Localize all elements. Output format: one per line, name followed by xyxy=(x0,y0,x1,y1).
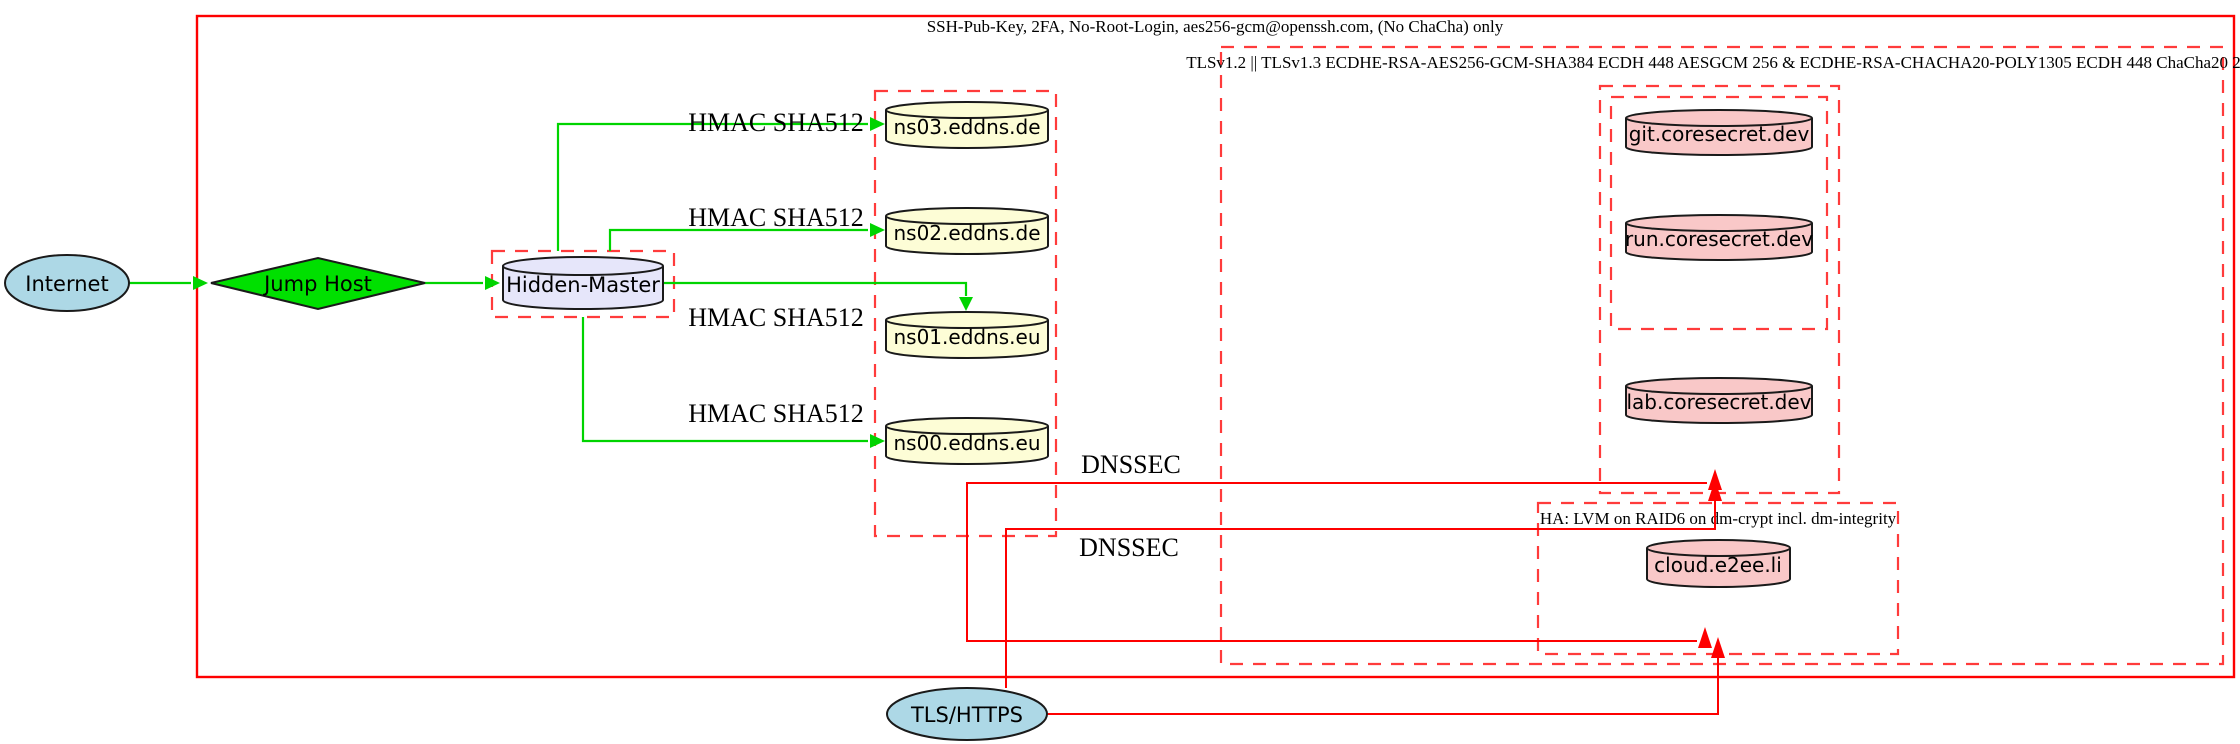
node-git-label: git.coresecret.dev xyxy=(1629,122,1810,146)
cloud-cylinder xyxy=(1646,539,1791,588)
edge-label-dnssec-1: DNSSEC xyxy=(1081,450,1181,479)
edge-eddns-ha xyxy=(966,536,1712,648)
node-run: run.coresecret.dev xyxy=(1625,214,1813,261)
cylinder-rim xyxy=(1646,547,1791,557)
cylinder-rim xyxy=(885,215,1049,225)
ns03-cylinder xyxy=(885,101,1049,149)
jump-host-diamond xyxy=(210,256,426,311)
node-tls-https: TLS/HTTPS xyxy=(886,687,1048,741)
run-cylinder xyxy=(1625,214,1813,261)
lab-cylinder xyxy=(1625,377,1813,424)
cluster-ssh-label: SSH-Pub-Key, 2FA, No-Root-Login, aes256-… xyxy=(927,17,1504,36)
hidden-master-cylinder xyxy=(502,256,664,310)
node-ns02: ns02.eddns.de xyxy=(885,207,1049,255)
edge-jumphost-hiddenmaster xyxy=(425,276,500,290)
ns01-cylinder xyxy=(885,311,1049,359)
node-ns02-label: ns02.eddns.de xyxy=(893,221,1040,245)
internet-ellipse xyxy=(4,254,130,312)
node-run-label: run.coresecret.dev xyxy=(1625,227,1813,251)
edge-hiddenmaster-ns03 xyxy=(556,117,885,251)
node-jump-host-label: Jump Host xyxy=(262,272,372,296)
cylinder-rim xyxy=(885,319,1049,329)
node-lab-label: lab.coresecret.dev xyxy=(1626,390,1811,414)
ns02-cylinder xyxy=(885,207,1049,255)
arrowhead-icon xyxy=(1711,637,1725,658)
cylinder-rim xyxy=(1625,222,1813,232)
cluster-coresecret-outer-box xyxy=(1598,84,1841,495)
node-ns00-label: ns00.eddns.eu xyxy=(893,431,1040,455)
arrowhead-icon xyxy=(870,434,885,448)
cylinder-rim xyxy=(1625,117,1813,127)
edge-label-hmac-ns00: HMAC SHA512 xyxy=(688,399,864,428)
arrowhead-icon xyxy=(870,117,885,131)
node-ns01: ns01.eddns.eu xyxy=(885,311,1049,359)
cylinder-rim xyxy=(502,265,664,276)
node-ns00: ns00.eddns.eu xyxy=(885,417,1049,465)
arrowhead-icon xyxy=(870,223,885,237)
cylinder-rim xyxy=(885,425,1049,435)
cluster-tls-label: TLSv1.2 || TLSv1.3 ECDHE-RSA-AES256-GCM-… xyxy=(1186,53,2240,72)
edge-hiddenmaster-ns00 xyxy=(581,317,885,448)
node-lab: lab.coresecret.dev xyxy=(1625,377,1813,424)
cluster-ha-label: HA: LVM on RAID6 on dm-crypt incl. dm-in… xyxy=(1540,509,1897,528)
edge-label-hmac-ns02: HMAC SHA512 xyxy=(688,203,864,232)
node-hidden-master: Hidden-Master xyxy=(502,256,664,310)
edge-hiddenmaster-ns02 xyxy=(608,223,885,251)
node-internet: Internet xyxy=(4,254,130,312)
arrowhead-icon xyxy=(1708,469,1722,490)
edge-label-hmac-ns03: HMAC SHA512 xyxy=(688,108,864,137)
node-ns01-label: ns01.eddns.eu xyxy=(893,325,1040,349)
edge-internet-jumphost xyxy=(129,276,208,290)
edge-eddns-coresecret xyxy=(966,469,1722,536)
arrowhead-icon xyxy=(1708,480,1722,501)
node-tls-https-label: TLS/HTTPS xyxy=(910,703,1023,727)
cylinder-rim xyxy=(1625,385,1813,395)
node-jump-host: Jump Host xyxy=(210,256,426,311)
arrowhead-icon xyxy=(1698,627,1712,648)
node-cloud: cloud.e2ee.li xyxy=(1646,539,1791,588)
cluster-tls-box xyxy=(1219,45,2225,666)
tls-https-ellipse xyxy=(886,687,1048,741)
cluster-ssh: SSH-Pub-Key, 2FA, No-Root-Login, aes256-… xyxy=(195,14,2236,679)
node-cloud-label: cloud.e2ee.li xyxy=(1654,553,1782,577)
node-ns03-label: ns03.eddns.de xyxy=(893,115,1040,139)
edge-label-hmac-ns01: HMAC SHA512 xyxy=(688,303,864,332)
node-hidden-master-label: Hidden-Master xyxy=(506,273,660,297)
edge-tlshttps-ha xyxy=(1047,637,1725,715)
cluster-ssh-box xyxy=(195,14,2236,679)
node-git: git.coresecret.dev xyxy=(1625,109,1813,156)
arrowhead-icon xyxy=(485,276,500,290)
edge-hiddenmaster-ns01 xyxy=(663,281,973,311)
cylinder-rim xyxy=(885,109,1049,119)
cluster-eddns-box xyxy=(873,89,1058,538)
cluster-tls: TLSv1.2 || TLSv1.3 ECDHE-RSA-AES256-GCM-… xyxy=(1186,45,2240,666)
edge-tlshttps-coresecret xyxy=(1005,480,1722,688)
git-cylinder xyxy=(1625,109,1813,156)
cluster-coresecret-inner-box xyxy=(1609,95,1829,331)
arrowhead-icon xyxy=(959,297,973,311)
node-ns03: ns03.eddns.de xyxy=(885,101,1049,149)
edge-label-dnssec-2: DNSSEC xyxy=(1079,533,1179,562)
arrowhead-icon xyxy=(193,276,208,290)
node-internet-label: Internet xyxy=(25,272,108,296)
ns00-cylinder xyxy=(885,417,1049,465)
